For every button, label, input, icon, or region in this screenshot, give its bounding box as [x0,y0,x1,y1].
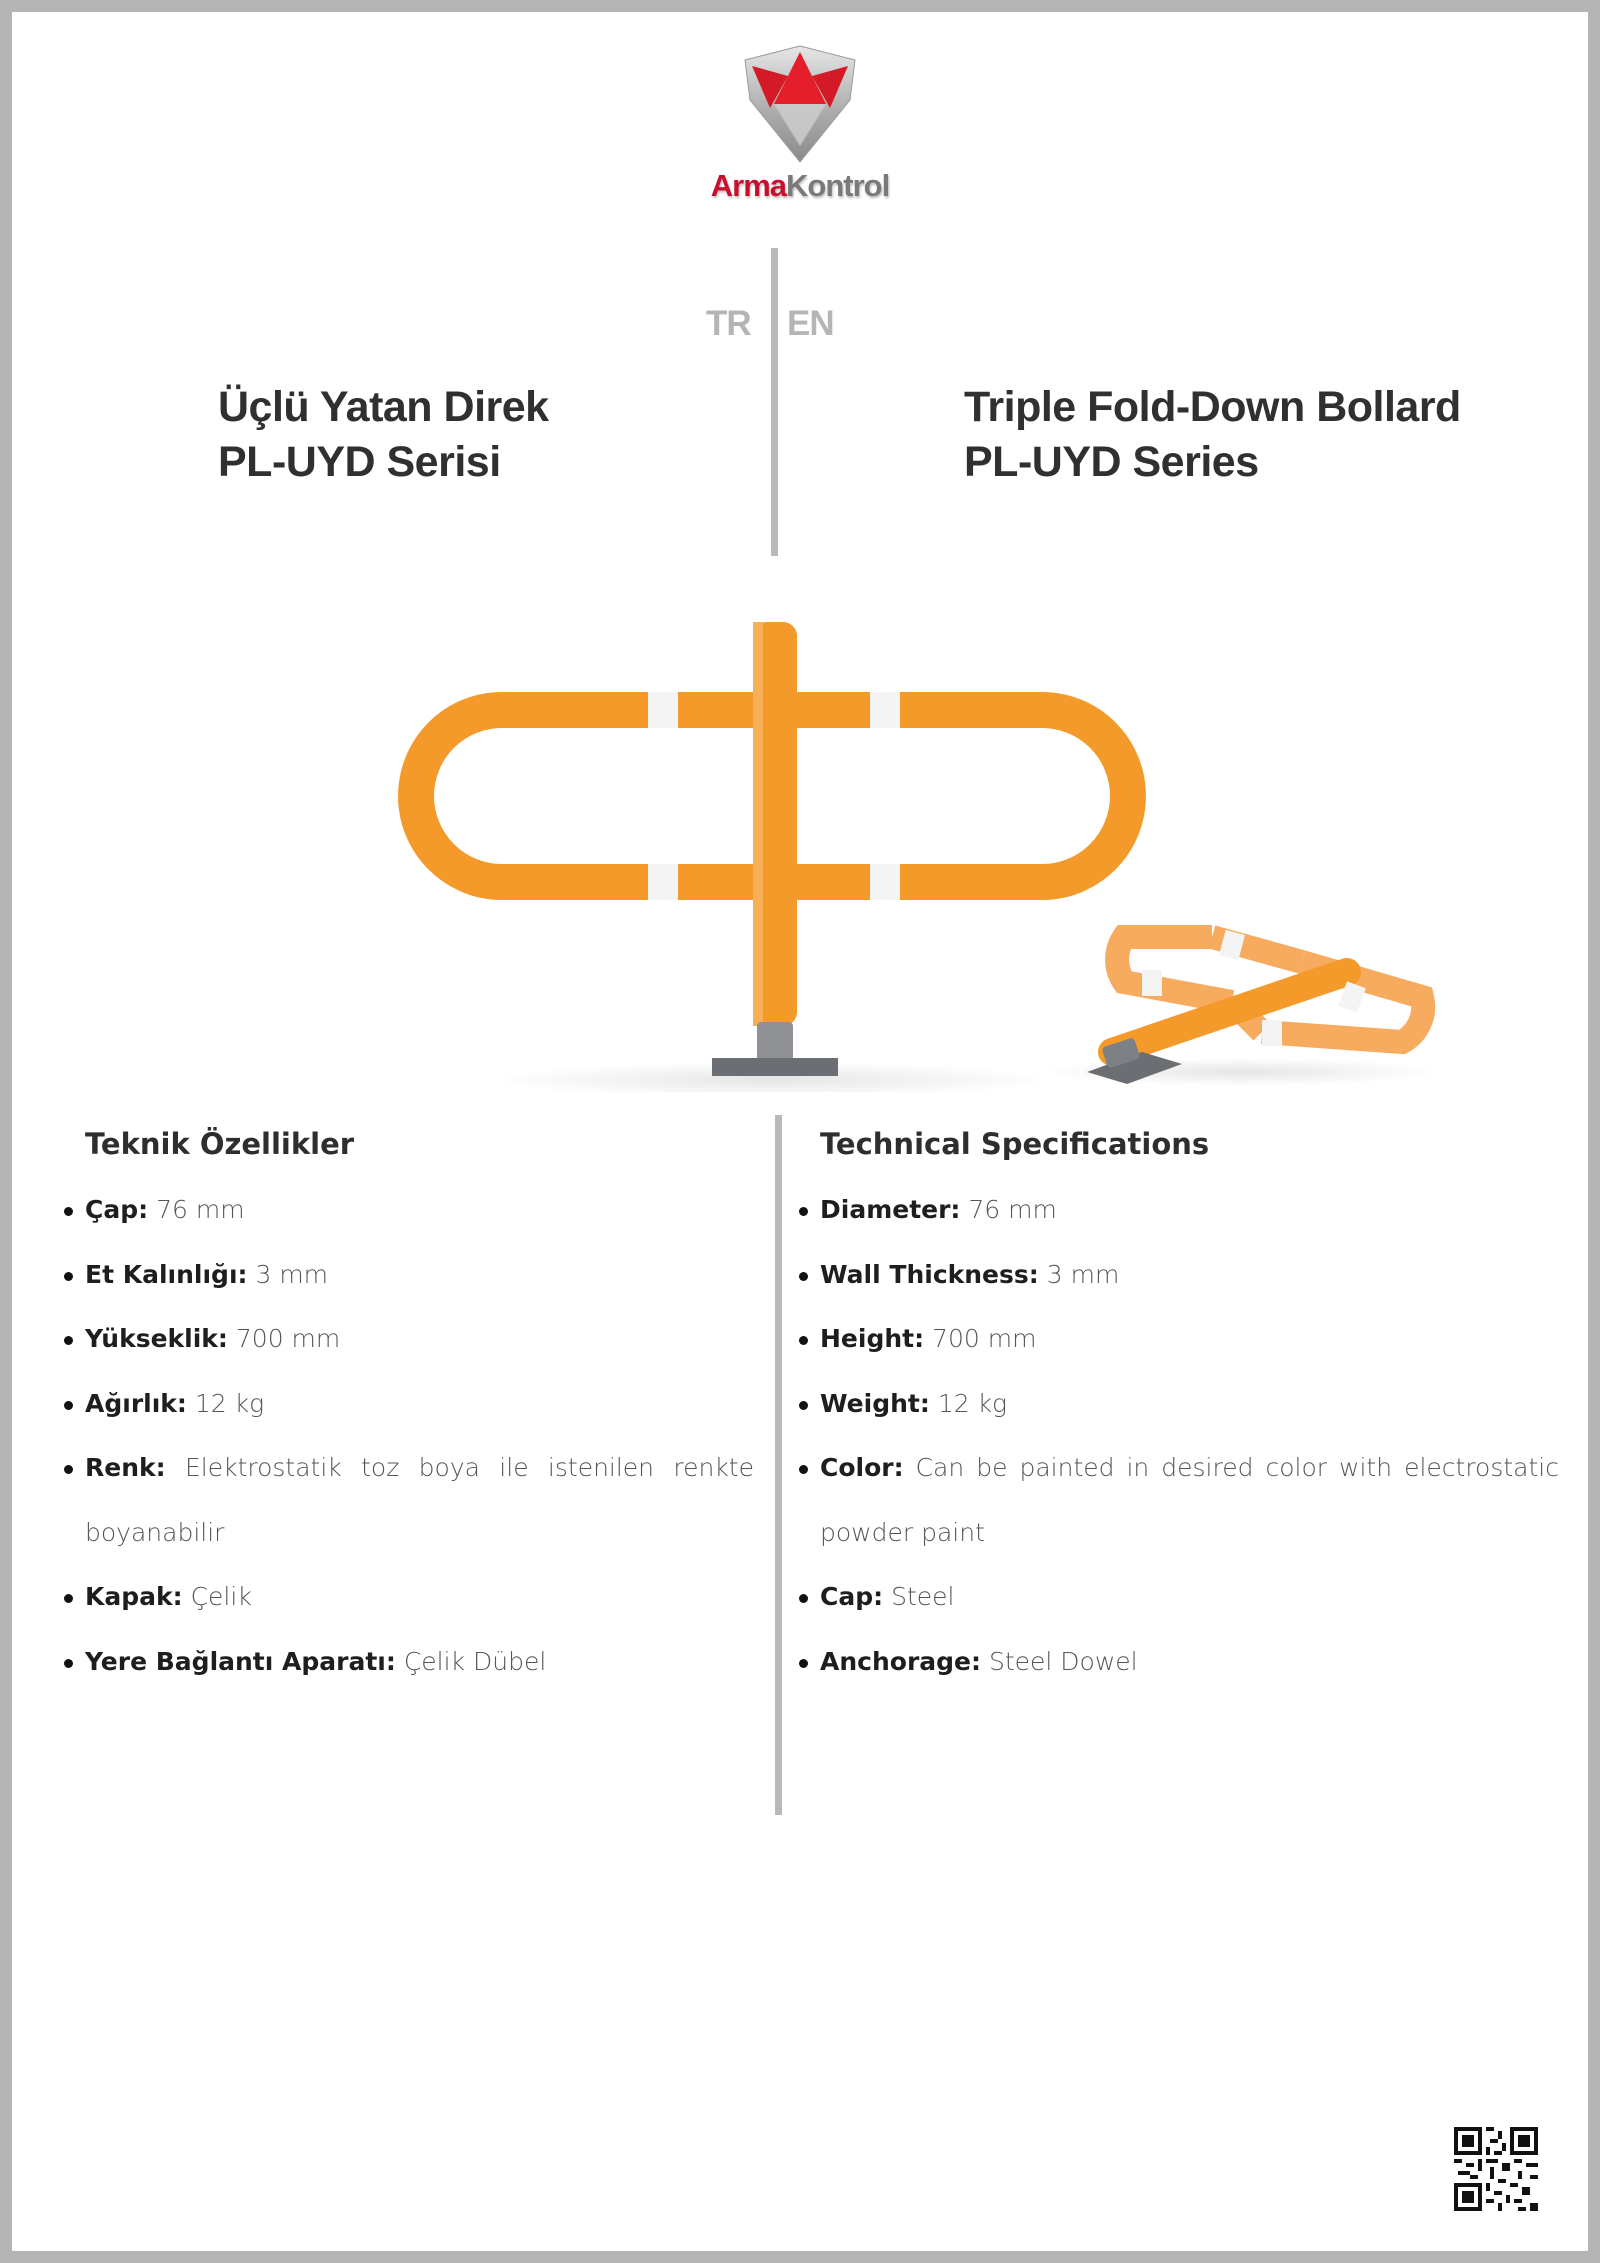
spec-value: 3 mm [1046,1259,1120,1289]
language-label-tr: TR [706,304,752,343]
bollard-folded [1042,925,1442,1086]
shield-logo-icon [744,45,856,163]
spec-item-cap-tr: Kapak: Çelik [64,1565,754,1630]
brand-logo: ArmaKontrol [680,42,920,212]
spec-value: 3 mm [255,1259,329,1289]
spec-key: Kapak: [85,1582,183,1611]
brand-wordmark: ArmaKontrol [680,168,920,204]
specs-list-tr: Çap: 76 mm Et Kalınlığı: 3 mm Yükseklik:… [64,1178,754,1694]
spec-item-height-en: Height: 700 mm [799,1307,1559,1372]
spec-item-diameter-en: Diameter: 76 mm [799,1178,1559,1243]
specs-section-tr: Teknik Özellikler Çap: 76 mm Et Kalınlığ… [64,1120,754,1694]
brand-part-2: Kontrol [786,168,890,203]
product-series-en: PL-UYD Series [964,438,1259,486]
product-image [398,622,1442,1092]
datasheet-page: ArmaKontrol TR EN Üçlü Yatan Direk PL-UY… [12,12,1588,2251]
spec-key: Renk: [85,1453,166,1482]
product-name-en: Triple Fold-Down Bollard [964,383,1461,431]
specs-section-en: Technical Specifications Diameter: 76 mm… [799,1120,1559,1694]
spec-key: Et Kalınlığı: [85,1259,248,1289]
spec-value: 12 kg [937,1388,1008,1418]
spec-key: Ağırlık: [85,1388,187,1418]
spec-key: Diameter: [820,1195,961,1224]
spec-key: Yükseklik: [85,1324,228,1353]
spec-key: Weight: [820,1388,930,1418]
specs-divider [775,1115,782,1815]
spec-value: 700 mm [235,1324,341,1353]
spec-item-height-tr: Yükseklik: 700 mm [64,1307,754,1372]
bollard-upright [398,622,1146,1092]
spec-value: Steel Dowel [988,1646,1138,1676]
spec-key: Cap: [820,1582,884,1611]
product-series-tr: PL-UYD Serisi [218,438,501,486]
spec-key: Height: [820,1324,925,1353]
specs-heading-tr: Teknik Özellikler [85,1127,355,1161]
spec-value: 700 mm [932,1324,1037,1353]
brand-part-1: Arma [710,168,787,203]
product-title-en: Triple Fold-Down Bollard PL-UYD Series [964,380,1461,490]
spec-value: Can be painted in desired color with ele… [820,1453,1559,1547]
spec-item-thickness-tr: Et Kalınlığı: 3 mm [64,1243,754,1308]
spec-item-weight-tr: Ağırlık: 12 kg [64,1372,754,1437]
spec-item-anchorage-en: Anchorage: Steel Dowel [799,1630,1559,1695]
specs-list-en: Diameter: 76 mm Wall Thickness: 3 mm Hei… [799,1178,1559,1694]
spec-item-color-tr: Renk: Elektrostatik toz boya ile istenil… [64,1436,754,1565]
language-label-en: EN [787,304,835,343]
spec-value: Çelik Dübel [403,1646,547,1676]
spec-key: Wall Thickness: [820,1259,1039,1289]
spec-value: Elektrostatik toz boya ile istenilen ren… [85,1453,754,1547]
language-divider [771,248,778,556]
spec-value: Steel [891,1582,955,1611]
spec-item-anchorage-tr: Yere Bağlantı Aparatı: Çelik Dübel [64,1630,754,1695]
spec-item-thickness-en: Wall Thickness: 3 mm [799,1243,1559,1308]
spec-value: Çelik [190,1582,252,1611]
spec-key: Anchorage: [820,1646,981,1676]
spec-item-weight-en: Weight: 12 kg [799,1372,1559,1437]
qr-code-icon[interactable] [1454,2127,1538,2211]
spec-value: 76 mm [156,1195,245,1224]
spec-value: 12 kg [194,1388,265,1418]
spec-item-color-en: Color: Can be painted in desired color w… [799,1436,1559,1565]
spec-key: Color: [820,1453,904,1482]
spec-key: Yere Bağlantı Aparatı: [85,1646,396,1676]
spec-item-cap-en: Cap: Steel [799,1565,1559,1630]
spec-key: Çap: [85,1195,149,1224]
product-name-tr: Üçlü Yatan Direk [218,383,549,431]
spec-item-diameter-tr: Çap: 76 mm [64,1178,754,1243]
product-title-tr: Üçlü Yatan Direk PL-UYD Serisi [218,380,549,490]
spec-value: 76 mm [968,1195,1057,1224]
specs-heading-en: Technical Specifications [820,1127,1210,1161]
